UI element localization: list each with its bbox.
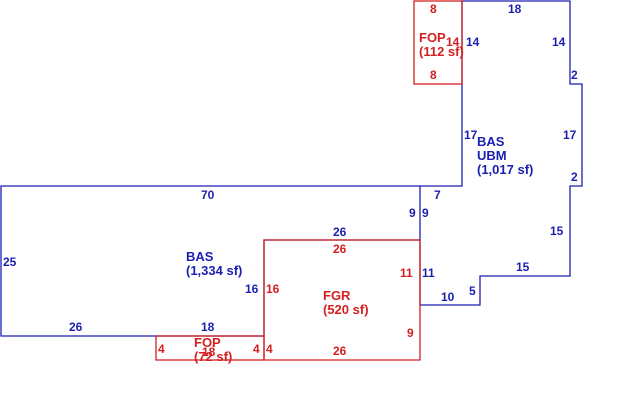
building-outline [0, 0, 583, 337]
fgr-outline [263, 239, 421, 361]
dim-fgr-right-upper: 11 [400, 266, 413, 280]
dim-ubm-right-lower: 15 [550, 224, 564, 238]
dim-notch-horizontal: 10 [441, 290, 455, 304]
dim-fop-top-bottom: 8 [430, 68, 437, 82]
fop-top-label: FOP [419, 30, 446, 45]
fop-top-sf: (112 sf) [419, 44, 464, 59]
dim-bas-inner-right: 11 [422, 266, 435, 280]
dim-fgr-top: 26 [333, 242, 347, 256]
dim-bas-top: 70 [201, 188, 215, 202]
fgr-sf: (520 sf) [323, 302, 369, 317]
fop-top-outline [413, 0, 463, 85]
dim-bas-bottom-mid: 18 [201, 320, 215, 334]
dim-fgr-bottom: 26 [333, 344, 347, 358]
dim-bas-top-right: 7 [434, 188, 441, 202]
dim-fgr-left-bottom: 4 [266, 342, 273, 356]
dim-ubm-right-mid: 17 [563, 128, 577, 142]
dim-bas-right-upper-inner: 9 [422, 206, 429, 220]
dim-bas-right-upper: 9 [409, 206, 416, 220]
bas-ubm-sf: (1,017 sf) [477, 162, 533, 177]
dim-ubm-bottom-step: 15 [516, 260, 530, 274]
dim-ubm-top: 18 [508, 2, 522, 16]
dim-bas-bottom: 26 [69, 320, 83, 334]
fop-bottom-label: FOP [194, 335, 221, 350]
dim-fgr-top-outer: 26 [333, 225, 347, 239]
dim-fop-bottom-left: 4 [158, 342, 165, 356]
bas-ubm-label-2: UBM [477, 148, 507, 163]
dim-bas-inner-vertical: 16 [245, 282, 259, 296]
fop-bottom-outline [155, 335, 265, 361]
fgr-label: FGR [323, 288, 351, 303]
dim-notch-vertical: 5 [469, 284, 476, 298]
dim-ubm-left-upper: 14 [466, 35, 480, 49]
bas-main-sf: (1,334 sf) [186, 263, 242, 278]
dim-ubm-right-upper: 14 [552, 35, 566, 49]
fop-bottom-inner-dim: 18 [202, 345, 216, 359]
dim-fgr-right-lower: 9 [407, 326, 414, 340]
bas-main-label: BAS [186, 249, 214, 264]
dim-bas-left: 25 [3, 255, 17, 269]
dim-ubm-left-lower: 17 [464, 128, 478, 142]
dim-fop-top-top: 8 [430, 2, 437, 16]
dim-ubm-step-bottom: 2 [571, 170, 578, 184]
dim-fop-bottom-right: 4 [253, 342, 260, 356]
dim-fgr-left: 16 [266, 282, 280, 296]
fop-bottom-sf: (72 sf) [194, 349, 232, 364]
bas-ubm-label-1: BAS [477, 134, 505, 149]
fop-top-inner-dim: 14 [446, 35, 460, 49]
dim-ubm-step-top: 2 [571, 68, 578, 82]
